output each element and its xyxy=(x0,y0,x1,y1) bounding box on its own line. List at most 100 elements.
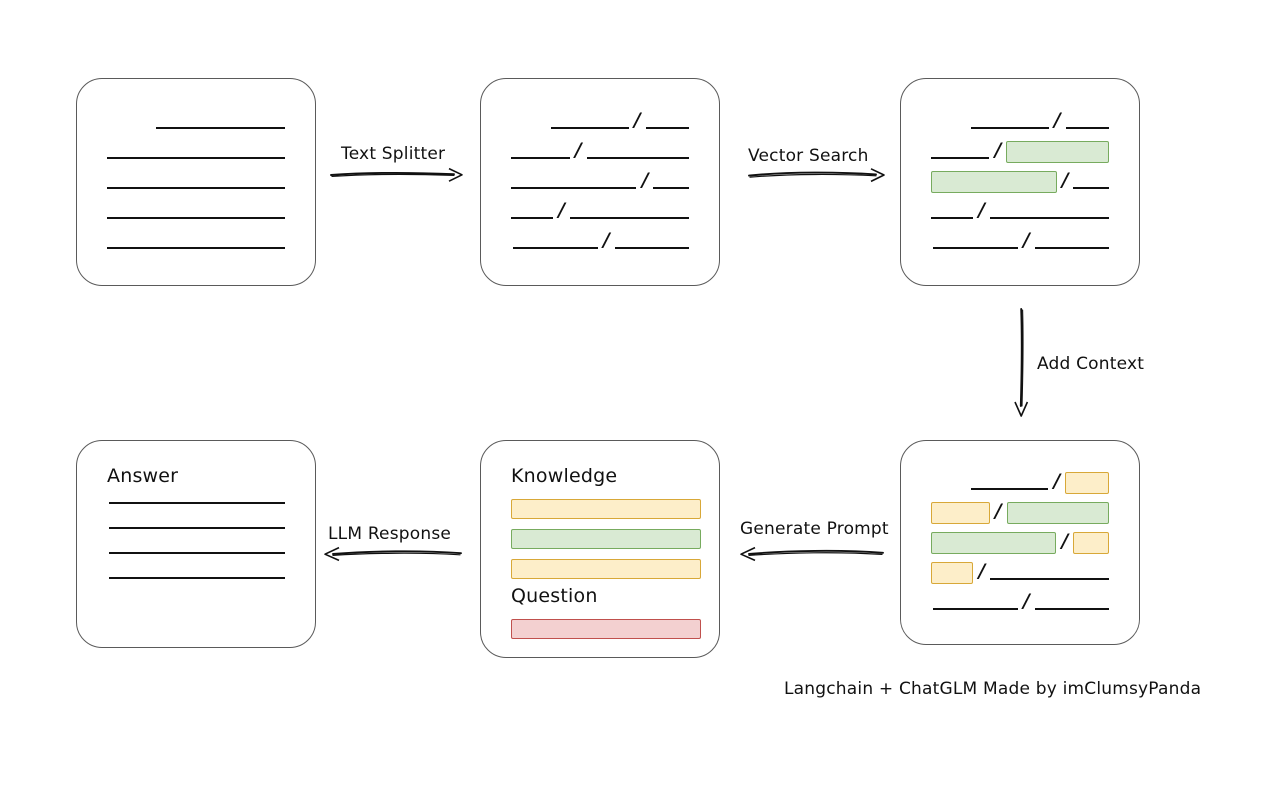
text-line-segment xyxy=(107,145,285,159)
document-line: / xyxy=(511,167,689,197)
arrow-llm-response xyxy=(322,545,462,563)
knowledge-label: Knowledge xyxy=(511,465,618,487)
highlighted-chunk-green xyxy=(1006,501,1109,524)
document-line: / xyxy=(511,137,689,167)
answer-lines xyxy=(109,501,285,579)
arrow-add-context xyxy=(1011,308,1033,418)
chunk-separator-slash: / xyxy=(557,199,565,221)
document-line: / xyxy=(511,227,689,257)
knowledge-bar xyxy=(511,499,701,519)
matched-chunk-lines: / / / / / xyxy=(901,79,1139,285)
text-line-segment xyxy=(931,205,973,219)
chunk-separator-slash: / xyxy=(1053,109,1061,131)
chunk-separator-slash: / xyxy=(602,229,610,251)
chunk-separator-slash: / xyxy=(574,139,582,161)
prompt-box[interactable]: Knowledge Question xyxy=(480,440,720,658)
chunk-separator-slash: / xyxy=(994,499,1002,522)
text-line-segment xyxy=(586,145,689,159)
highlighted-chunk-yellow xyxy=(931,501,990,524)
answer-text-line xyxy=(109,576,285,579)
arrow-label-vector-search: Vector Search xyxy=(748,146,869,166)
text-line-segment xyxy=(1034,596,1109,610)
highlighted-chunk-green xyxy=(931,531,1057,554)
document-line: / xyxy=(931,588,1109,618)
answer-box[interactable]: Answer xyxy=(76,440,316,648)
footer-credit: Langchain + ChatGLM Made by imClumsyPand… xyxy=(784,679,1202,699)
text-line-segment xyxy=(107,175,285,189)
chunk-separator-slash: / xyxy=(1022,589,1030,612)
document-line: / xyxy=(511,107,689,137)
text-line-segment xyxy=(107,235,285,249)
document-line xyxy=(107,137,285,167)
document-line xyxy=(107,227,285,257)
document-line: / xyxy=(931,468,1109,498)
chunk-separator-slash: / xyxy=(1061,169,1069,191)
question-label: Question xyxy=(511,585,598,607)
text-line-segment xyxy=(511,175,637,189)
source-document-box[interactable] xyxy=(76,78,316,286)
document-lines xyxy=(77,79,315,285)
text-line-segment xyxy=(1065,115,1109,129)
knowledge-bar xyxy=(511,529,701,549)
highlighted-chunk-yellow xyxy=(1065,471,1109,494)
text-line-segment xyxy=(653,175,689,189)
chunk-separator-slash: / xyxy=(633,109,641,131)
arrow-label-generate-prompt: Generate Prompt xyxy=(740,519,889,539)
document-line: / xyxy=(931,137,1109,167)
answer-text-line xyxy=(109,501,285,504)
highlighted-chunk-green xyxy=(1006,141,1109,163)
arrow-label-add-context: Add Context xyxy=(1037,354,1145,374)
document-line: / xyxy=(931,167,1109,197)
answer-text-line xyxy=(109,526,285,529)
chunk-separator-slash: / xyxy=(1022,229,1030,251)
text-line-segment xyxy=(512,235,598,249)
text-line-segment xyxy=(932,235,1018,249)
document-line: / xyxy=(931,197,1109,227)
highlighted-chunk-yellow xyxy=(931,561,974,584)
text-line-segment xyxy=(990,566,1109,580)
document-line: / xyxy=(931,558,1109,588)
text-line-segment xyxy=(971,476,1049,490)
document-line: / xyxy=(931,107,1109,137)
chunk-separator-slash: / xyxy=(994,139,1002,161)
question-bar xyxy=(511,619,701,639)
arrow-text-splitter xyxy=(330,166,464,184)
matched-chunks-box[interactable]: / / / / / xyxy=(900,78,1140,286)
context-enriched-chunks-box[interactable]: / / / / / xyxy=(900,440,1140,645)
document-line: / xyxy=(511,197,689,227)
answer-label: Answer xyxy=(107,465,179,487)
chunk-separator-slash: / xyxy=(1053,469,1061,492)
text-line-segment xyxy=(989,205,1109,219)
text-line-segment xyxy=(971,115,1049,129)
text-line-segment xyxy=(551,115,629,129)
text-line-segment xyxy=(1073,175,1109,189)
arrow-vector-search xyxy=(748,166,886,184)
chunk-separator-slash: / xyxy=(977,199,985,221)
arrow-label-llm-response: LLM Response xyxy=(328,524,452,544)
text-line-segment xyxy=(614,235,689,249)
text-line-segment xyxy=(156,115,285,129)
text-line-segment xyxy=(645,115,689,129)
arrow-generate-prompt xyxy=(738,545,884,563)
document-line: / xyxy=(931,528,1109,558)
split-chunk-lines: / / / / / xyxy=(481,79,719,285)
chunk-separator-slash: / xyxy=(1061,529,1069,552)
document-line: / xyxy=(931,227,1109,257)
text-line-segment xyxy=(511,145,570,159)
text-line-segment xyxy=(1034,235,1109,249)
text-line-segment xyxy=(511,205,553,219)
document-line xyxy=(107,197,285,227)
text-line-segment xyxy=(931,145,990,159)
chunk-separator-slash: / xyxy=(641,169,649,191)
highlighted-chunk-yellow xyxy=(1073,531,1109,554)
arrow-label-text-splitter: Text Splitter xyxy=(341,144,446,164)
text-line-segment xyxy=(107,205,285,219)
knowledge-bar xyxy=(511,559,701,579)
split-chunks-box[interactable]: / / / / / xyxy=(480,78,720,286)
document-line xyxy=(107,107,285,137)
document-line xyxy=(107,167,285,197)
chunk-separator-slash: / xyxy=(978,559,986,582)
highlighted-chunk-green xyxy=(931,171,1057,193)
text-line-segment xyxy=(569,205,689,219)
